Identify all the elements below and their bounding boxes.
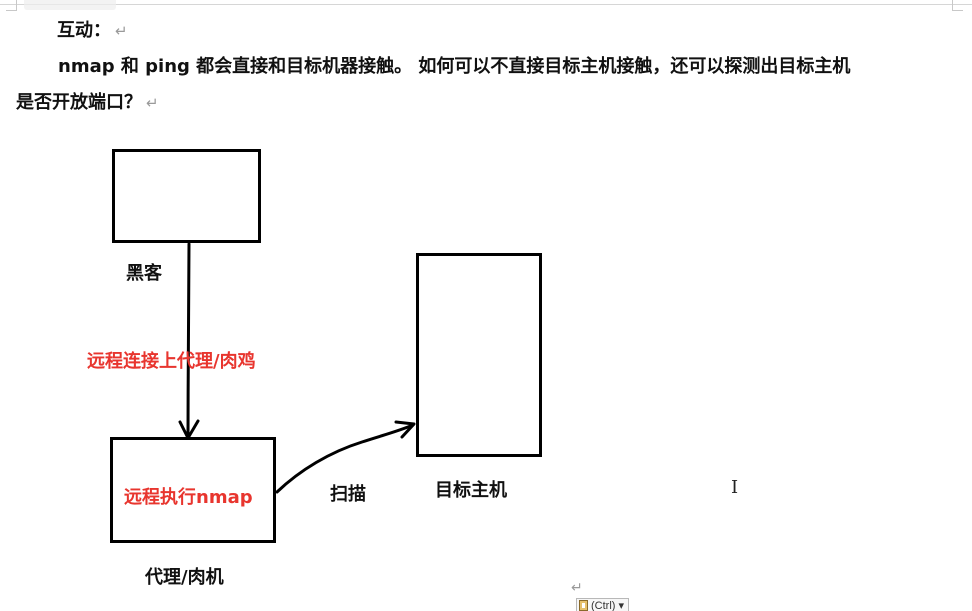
hacker-box[interactable]: [112, 149, 261, 243]
top-margin-rule: [0, 4, 972, 5]
left-crop-mark: [6, 0, 17, 11]
text-cursor-icon: I: [731, 477, 739, 498]
hacker-label: 黑客: [126, 263, 162, 284]
remote-connect-label: 远程连接上代理/肉鸡: [87, 351, 256, 372]
question-text-2: 是否开放端口？: [16, 92, 142, 113]
target-host-label: 目标主机: [435, 480, 507, 501]
right-crop-mark: [952, 0, 963, 11]
question-line-1[interactable]: nmap 和 ping 都会直接和目标机器接触。 如何可以不直接目标主机接触，还…: [58, 56, 850, 78]
proxy-label: 代理/肉机: [145, 567, 224, 588]
paste-options-button[interactable]: (Ctrl) ▾: [576, 598, 630, 611]
paste-options-label: (Ctrl) ▾: [591, 600, 625, 611]
scan-label: 扫描: [330, 484, 366, 505]
paragraph-mark: ↵: [571, 580, 583, 596]
target-host-box[interactable]: [416, 253, 542, 457]
paragraph-mark: ↵: [146, 94, 159, 112]
down-arrow: [178, 242, 200, 440]
remote-nmap-label: 远程执行nmap: [124, 487, 253, 508]
faded-header-tab: [24, 0, 116, 10]
clipboard-icon: [579, 600, 588, 611]
paragraph-mark: ↵: [115, 22, 128, 40]
heading-text: 互动：: [57, 20, 111, 41]
question-text-1: nmap 和 ping 都会直接和目标机器接触。 如何可以不直接目标主机接触，还…: [58, 56, 851, 77]
heading-line[interactable]: 互动：↵: [57, 20, 128, 42]
question-line-2[interactable]: 是否开放端口？↵: [16, 92, 159, 114]
